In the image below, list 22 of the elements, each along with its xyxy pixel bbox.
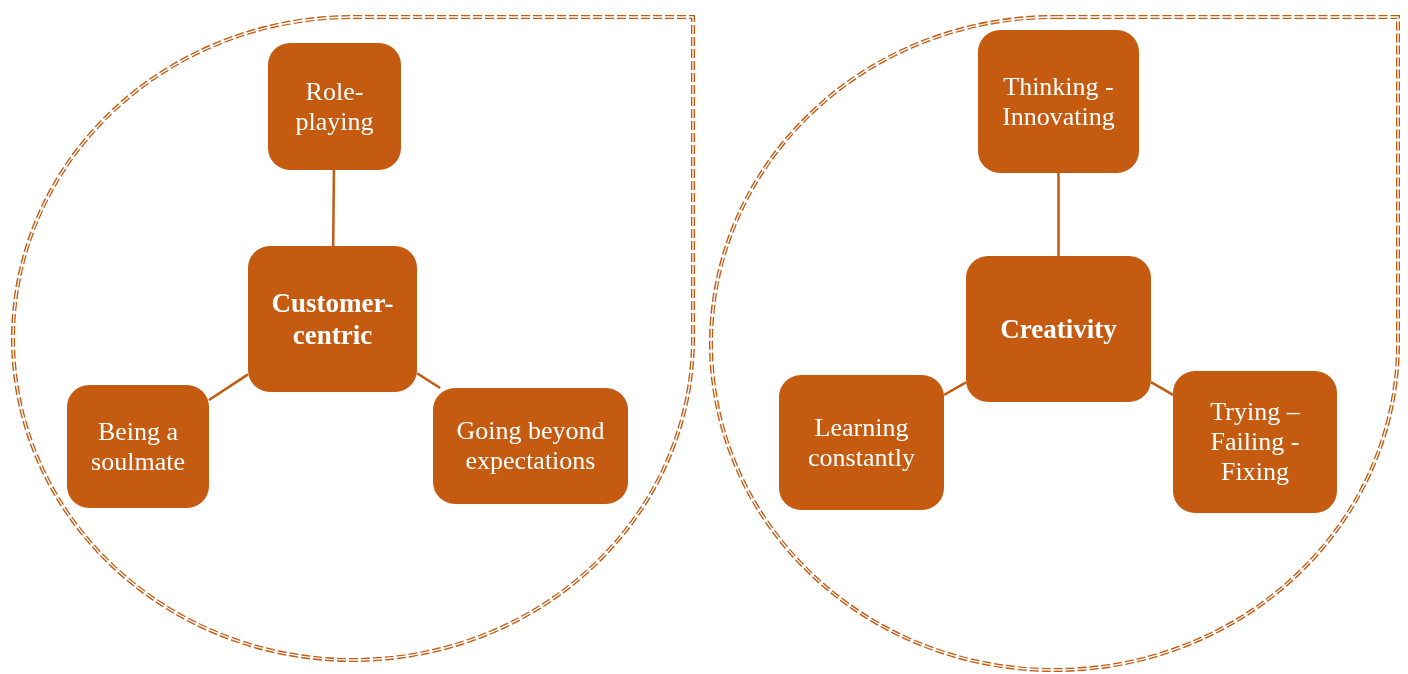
concept-box	[779, 375, 944, 510]
connector-line	[331, 170, 336, 246]
connector-line	[416, 372, 441, 390]
concept-box	[1173, 371, 1337, 513]
concept-box	[978, 30, 1139, 173]
box-label: Thinking - Innovating	[1001, 71, 1116, 132]
box-label: Learning constantly	[807, 412, 916, 473]
concept-box	[67, 385, 209, 508]
concept-box	[433, 388, 628, 504]
concept-box	[268, 43, 401, 170]
box-label: Role-playing	[294, 76, 375, 137]
box-label: Trying – Failing - Fixing	[1209, 397, 1301, 487]
connector-line	[208, 373, 249, 401]
box-label: Creativity	[1000, 313, 1117, 345]
box-label: Being a soulmate	[90, 416, 186, 477]
connector-line	[1057, 173, 1060, 256]
box-label: Customer-centric	[270, 287, 395, 351]
central-concept-box	[966, 256, 1151, 402]
central-concept-box	[248, 246, 417, 392]
connector-line	[943, 381, 967, 397]
box-label: Going beyond expectations	[455, 416, 606, 476]
connector-line	[1150, 381, 1174, 396]
